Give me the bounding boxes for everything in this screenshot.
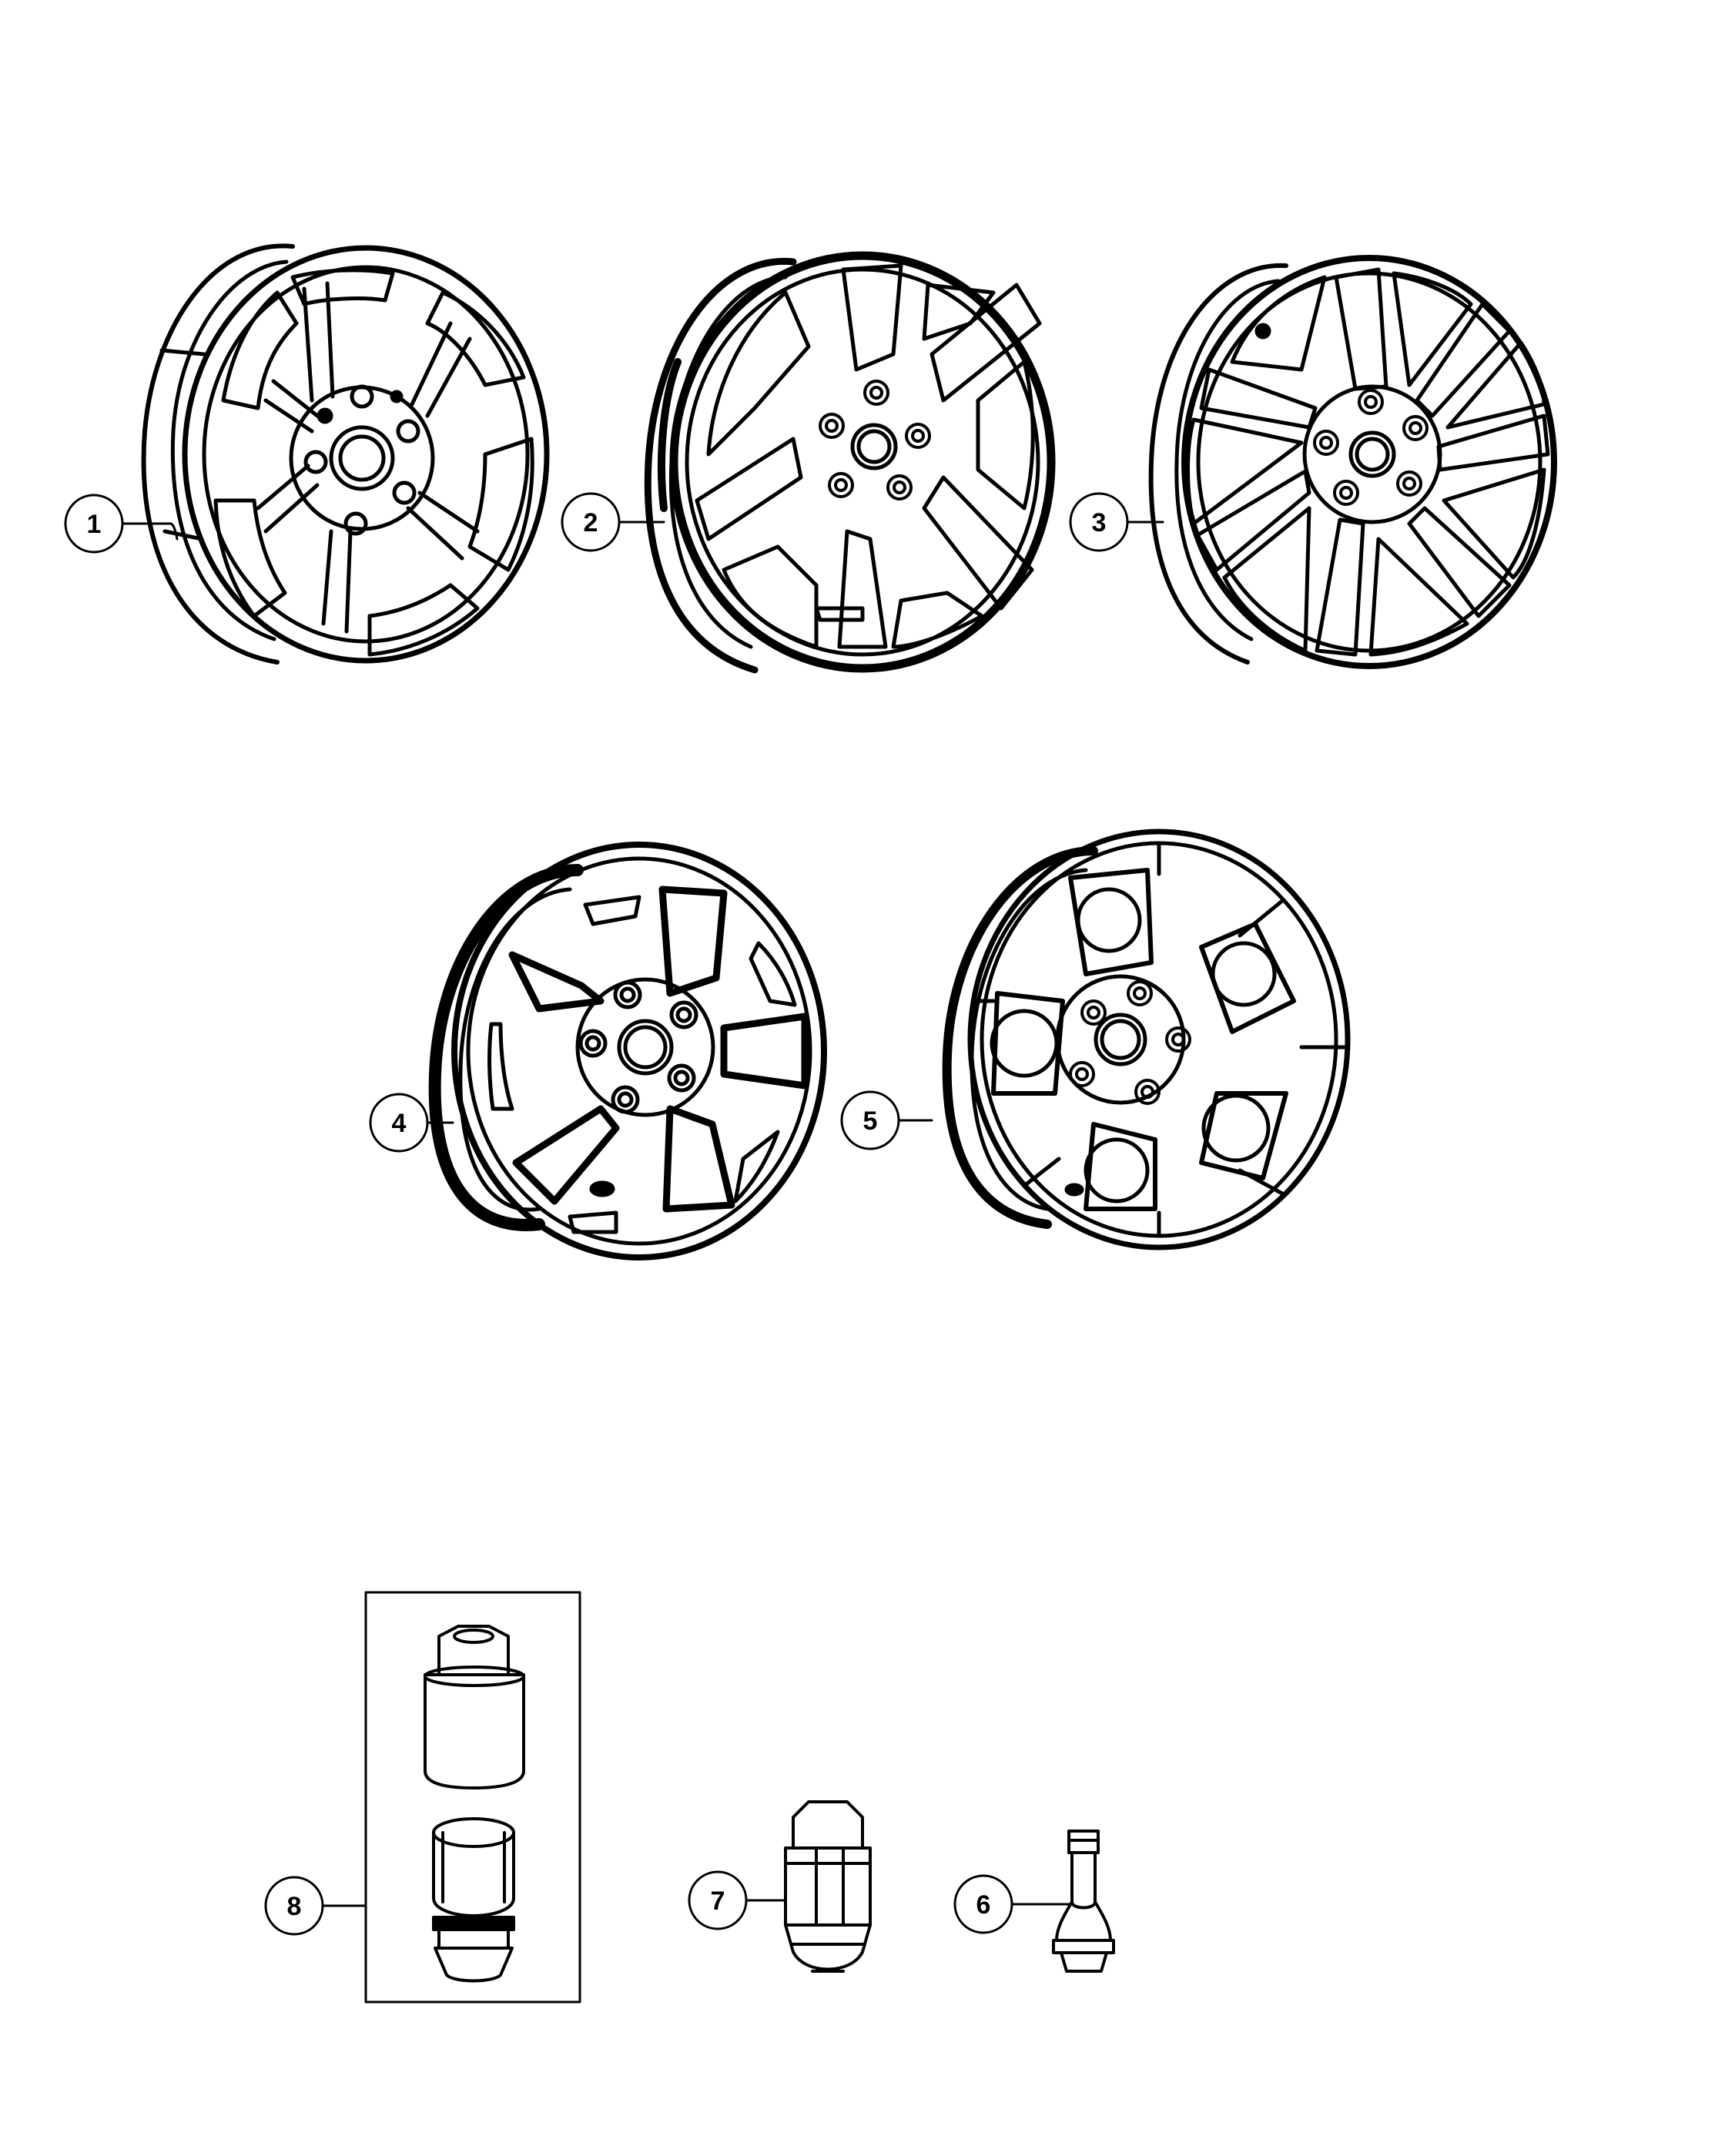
callout-5-label: 5: [863, 1106, 878, 1136]
callout-4-label: 4: [392, 1109, 407, 1138]
callout-2-label: 2: [584, 508, 598, 537]
lock-nut-icon: [432, 1817, 515, 1983]
wheel-1: [141, 243, 550, 665]
valve-stem: [1052, 1830, 1115, 1973]
lug-nut: [784, 1800, 872, 1973]
callout-5: 5: [840, 1090, 933, 1150]
wheel-2: [644, 251, 1056, 674]
callout-8-label: 8: [287, 1892, 302, 1921]
callout-4: 4: [369, 1093, 454, 1153]
callout-1: 1: [64, 494, 179, 554]
callout-2: 2: [561, 492, 665, 552]
wheel-lock-kit: [364, 1591, 581, 2004]
wheel-4: [428, 842, 827, 1260]
callout-8: 8: [264, 1876, 367, 1936]
callout-7-label: 7: [711, 1886, 725, 1916]
callout-6-label: 6: [976, 1890, 991, 1920]
wheel-3: [1148, 255, 1557, 669]
callout-6: 6: [953, 1874, 1072, 1934]
callout-1-label: 1: [87, 510, 102, 539]
lock-key-icon: [424, 1625, 525, 1789]
callout-3: 3: [1069, 492, 1164, 552]
wheel-5: [942, 829, 1351, 1250]
callout-3-label: 3: [1092, 508, 1107, 537]
callout-7: 7: [688, 1870, 785, 1930]
